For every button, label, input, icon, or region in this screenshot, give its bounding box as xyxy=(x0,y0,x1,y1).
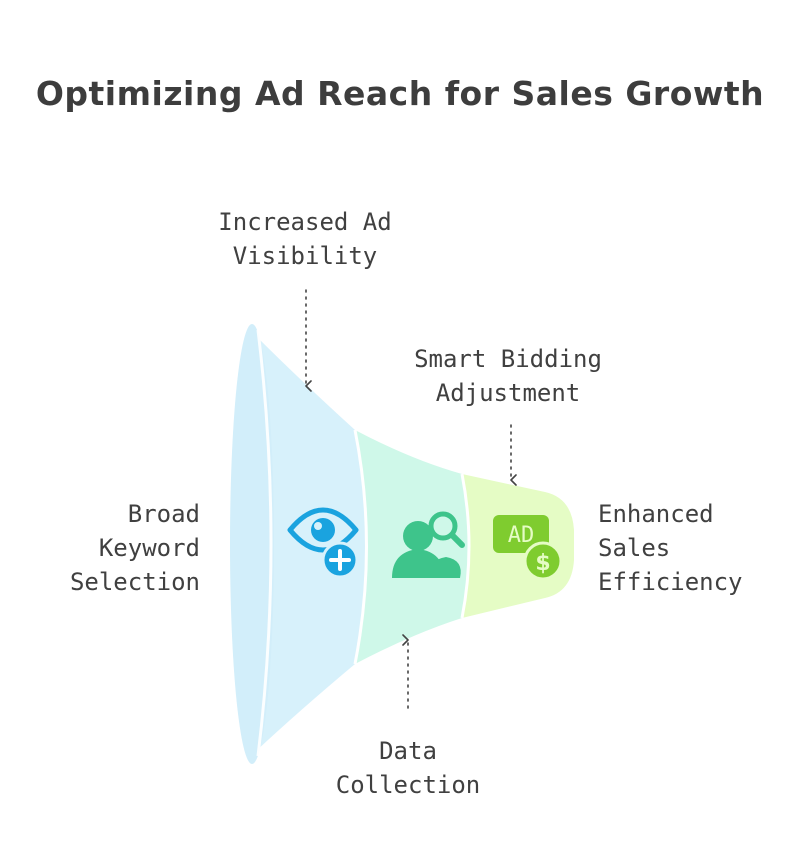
label-data-collection: Data Collection xyxy=(335,737,481,799)
label-enhanced-sales-efficiency: Enhanced Sales Efficiency xyxy=(598,500,743,596)
stage-divider-1 xyxy=(353,429,368,665)
label-increased-ad-visibility: Increased Ad Visibility xyxy=(218,208,392,270)
svg-text:AD: AD xyxy=(508,523,535,548)
diagram-title: Optimizing Ad Reach for Sales Growth xyxy=(35,74,765,113)
label-broad-keyword-selection: Broad Keyword Selection xyxy=(69,500,200,596)
svg-text:$: $ xyxy=(535,551,550,576)
eye-plus-icon xyxy=(287,507,359,579)
funnel-stage-1 xyxy=(255,335,367,752)
people-search-icon xyxy=(392,511,465,578)
funnel-rim-highlight xyxy=(256,329,273,757)
stage-divider-2 xyxy=(460,473,471,619)
funnel-mouth xyxy=(230,324,274,764)
ad-dollar-icon: AD $ xyxy=(493,515,563,581)
label-smart-bidding-adjustment: Smart Bidding Adjustment xyxy=(414,345,602,407)
